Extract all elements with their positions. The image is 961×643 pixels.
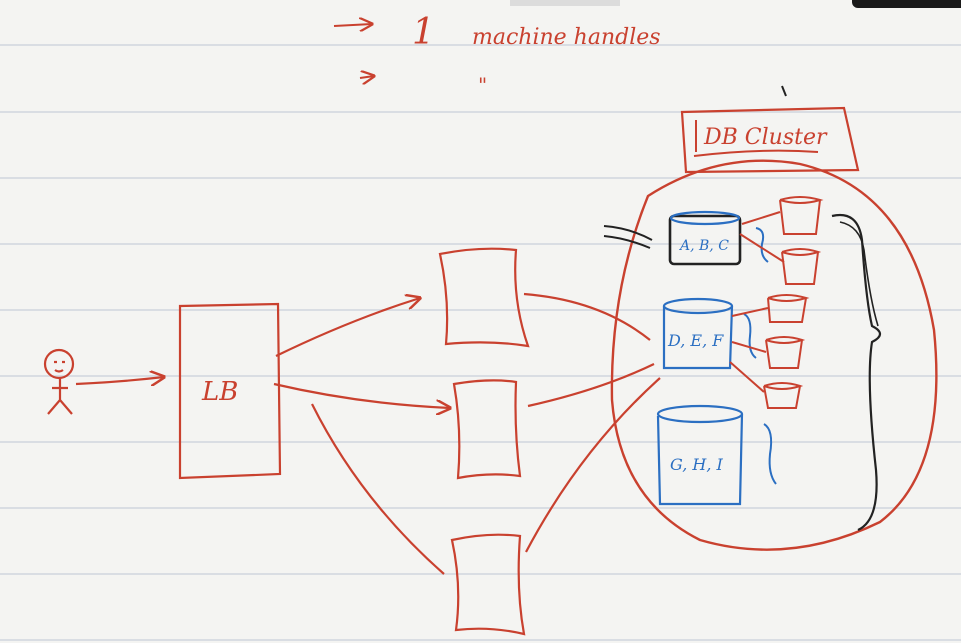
shard-primary-3: G, H, I bbox=[656, 404, 744, 506]
user-stick-figure-icon bbox=[43, 348, 75, 415]
shard-3-label: G, H, I bbox=[670, 455, 724, 474]
lb-to-server3-curve bbox=[311, 403, 445, 575]
db-cluster-title: DB Cluster bbox=[680, 106, 860, 174]
app-server-3 bbox=[450, 533, 526, 636]
window-control-bar bbox=[852, 0, 961, 8]
replica-set bbox=[729, 196, 824, 409]
ruled-lines bbox=[0, 44, 961, 641]
lb-label: LB bbox=[201, 377, 238, 407]
replica-link-2a bbox=[731, 307, 769, 317]
shard-1-label: A, B, C bbox=[678, 238, 729, 254]
stray-mark bbox=[781, 85, 787, 97]
replica-link-2b bbox=[731, 341, 767, 353]
user-to-lb-arrow bbox=[75, 377, 164, 384]
replica-2b bbox=[765, 336, 806, 369]
note-arrow-1 bbox=[333, 24, 372, 26]
app-server-1 bbox=[438, 247, 530, 348]
replica-2a bbox=[767, 294, 810, 323]
bracket-icon-3 bbox=[763, 423, 777, 485]
replica-link-1a bbox=[741, 211, 781, 225]
lb-to-server2-arrow bbox=[273, 382, 450, 408]
top-note: 1 machine handles " bbox=[333, 12, 661, 97]
bracket-icon-1 bbox=[755, 227, 769, 263]
shard-2-label: D, E, F bbox=[667, 331, 724, 350]
group-brace-icon bbox=[831, 213, 882, 532]
window-tab-fragment bbox=[510, 0, 620, 6]
db-cluster-label: DB Cluster bbox=[703, 125, 828, 150]
replica-1a bbox=[779, 196, 824, 235]
server2-to-db-link bbox=[527, 363, 655, 408]
replica-1b bbox=[781, 248, 822, 285]
note-number: 1 bbox=[412, 12, 435, 53]
note-ditto-mark: " bbox=[478, 73, 487, 97]
app-server-2 bbox=[452, 379, 522, 480]
replica-link-2c bbox=[729, 361, 765, 393]
shard-primary-1: A, B, C bbox=[668, 210, 742, 266]
db-cluster-boundary bbox=[610, 159, 938, 551]
note-arrow-2 bbox=[359, 76, 374, 78]
bracket-icon-2 bbox=[743, 313, 757, 359]
server1-to-db-link bbox=[523, 292, 651, 341]
shard-primary-2: D, E, F bbox=[662, 297, 734, 370]
replica-link-1b bbox=[739, 233, 785, 263]
lb-to-server1-arrow bbox=[275, 298, 420, 357]
load-balancer-box: LB bbox=[178, 302, 282, 480]
replica-2c bbox=[763, 382, 804, 409]
server3-to-db-link bbox=[525, 377, 661, 553]
pointer-arrow bbox=[603, 225, 653, 241]
note-text: machine handles bbox=[472, 25, 661, 50]
